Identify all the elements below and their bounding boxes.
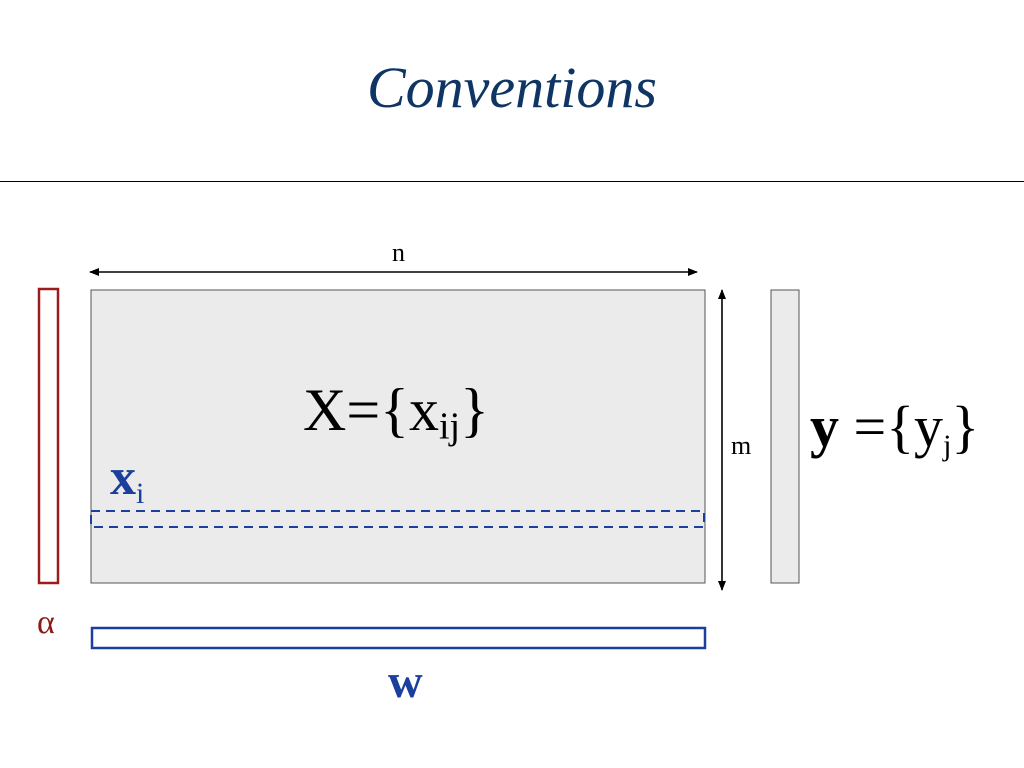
matrix-formula-lhs: X={x xyxy=(303,377,439,443)
y-formula-lhs: ={y xyxy=(839,394,944,459)
title-divider xyxy=(0,181,1024,182)
n-dimension-label: n xyxy=(392,238,405,267)
w-label: w xyxy=(388,655,423,708)
row-xi-label: xi xyxy=(110,452,144,509)
y-formula-subscript: j xyxy=(943,429,952,462)
y-vector-box xyxy=(770,289,800,584)
y-formula-symbol: y xyxy=(810,394,839,459)
alpha-vector-box xyxy=(37,287,60,585)
alpha-label: α xyxy=(37,604,55,641)
matrix-x-box xyxy=(90,289,706,584)
slide-title: Conventions xyxy=(367,55,657,120)
matrix-formula-subscript: ij xyxy=(438,405,461,448)
m-dimension-label: m xyxy=(731,431,752,460)
y-formula: y ={yj} xyxy=(810,398,979,461)
row-xi-highlight xyxy=(90,510,705,528)
w-vector-box xyxy=(90,626,707,650)
row-xi-subscript: i xyxy=(136,477,145,510)
matrix-formula-rhs: } xyxy=(460,377,489,443)
row-xi-symbol: x xyxy=(110,449,136,506)
matrix-formula: X={xij} xyxy=(303,380,489,445)
y-formula-rhs: } xyxy=(951,394,980,459)
